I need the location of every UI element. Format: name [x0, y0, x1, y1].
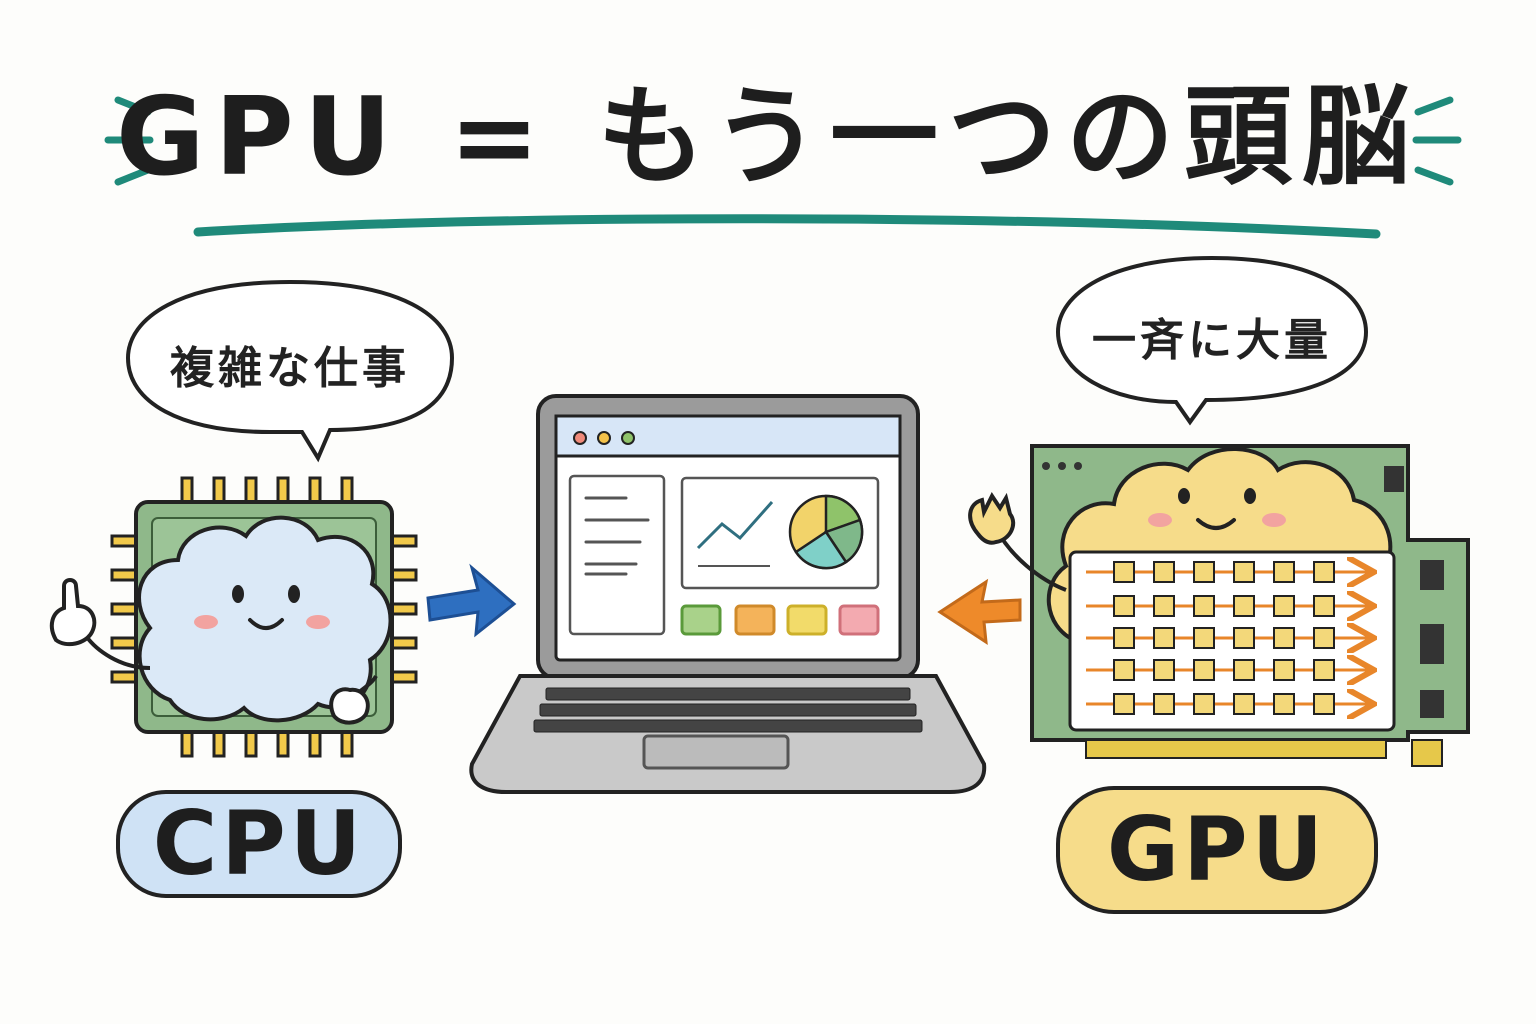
grid-cell: [1313, 561, 1335, 583]
grid-cell: [1273, 561, 1295, 583]
gpu-parallel-grid: [1068, 550, 1396, 732]
pie-chart-icon: [788, 494, 864, 570]
grid-cell: [1113, 561, 1135, 583]
grid-cell: [1233, 561, 1255, 583]
page-title: GPU = もう一つの頭脳: [116, 75, 1420, 200]
grid-cell: [1193, 561, 1215, 583]
grid-cell: [1233, 595, 1255, 617]
grid-cell: [1113, 627, 1135, 649]
grid-cell: [1113, 659, 1135, 681]
grid-cell: [1273, 659, 1295, 681]
gpu-speech-text: 一斉に大量: [1092, 315, 1332, 366]
cpu-label: CPU: [152, 792, 366, 895]
grid-cell: [1153, 693, 1175, 715]
grid-cell: [1273, 693, 1295, 715]
grid-cell: [1313, 627, 1335, 649]
title-underline: [193, 214, 1381, 239]
grid-cell: [1153, 627, 1175, 649]
grid-cell: [1313, 659, 1335, 681]
cpu-cloud-character: [49, 515, 393, 725]
grid-cell: [1193, 627, 1215, 649]
grid-cell: [1153, 561, 1175, 583]
gpu-speech-bubble: [1055, 255, 1369, 426]
grid-cell: [1273, 627, 1295, 649]
grid-cell: [1233, 627, 1255, 649]
gpu-to-laptop-arrow: [937, 578, 1022, 645]
laptop-icon: [469, 394, 987, 794]
grid-cell: [1193, 693, 1215, 715]
line-chart-icon: [696, 501, 774, 567]
cpu-to-laptop-arrow: [426, 563, 517, 638]
gpu-label-pill: [1056, 786, 1378, 914]
grid-cell: [1193, 595, 1215, 617]
title-sparkles-left: [104, 96, 154, 186]
grid-cell: [1153, 659, 1175, 681]
grid-cell: [1273, 595, 1295, 617]
title-sparkles-right: [1412, 96, 1462, 186]
grid-cell: [1153, 595, 1175, 617]
gpu-label: GPU: [1106, 798, 1328, 901]
cpu-speech-text: 複雑な仕事: [170, 343, 410, 394]
cpu-speech-bubble: [125, 279, 455, 463]
grid-cell: [1233, 659, 1255, 681]
cpu-label-pill: [116, 790, 402, 898]
grid-cell: [1313, 595, 1335, 617]
grid-cell: [1113, 693, 1135, 715]
grid-cell: [1233, 693, 1255, 715]
grid-cell: [1193, 659, 1215, 681]
grid-cell: [1313, 693, 1335, 715]
grid-cell: [1113, 595, 1135, 617]
